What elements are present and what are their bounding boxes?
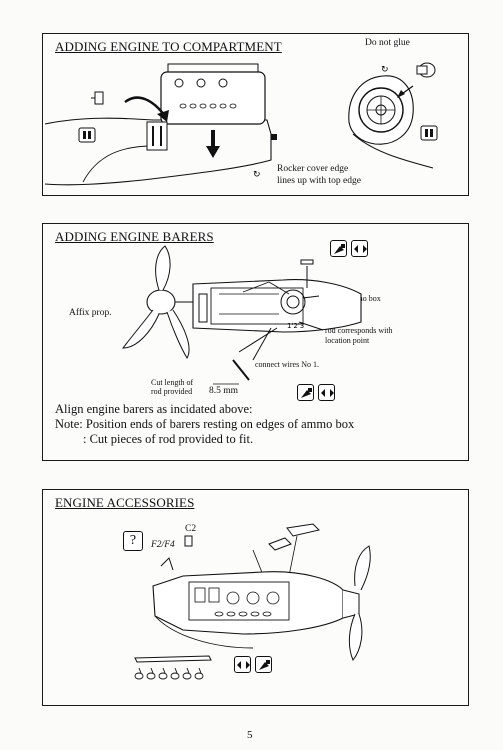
connect-wires-label: connect wires No 1. [255, 360, 319, 369]
do-not-glue-label: Do not glue [365, 38, 410, 48]
engine-barers-illustration: 1'2'3 [121, 245, 362, 385]
rod-location-label: rod corresponds with [325, 326, 393, 335]
panel-title-engine-barers: ADDING ENGINE BARERS [55, 229, 214, 244]
svg-text:1'2'3: 1'2'3 [287, 322, 304, 330]
part-f2f4-label: F2/F4 [151, 540, 175, 550]
paint-icon [297, 384, 314, 401]
part-c2-label: C2 [185, 524, 197, 534]
paint-icon [330, 240, 347, 257]
svg-text:↻: ↻ [253, 170, 261, 180]
cut-length-label: Cut length of [151, 378, 194, 387]
engine-barers-panel: ADDING ENGINE BARERS Affix prop. edge of… [42, 223, 469, 461]
page-number: 5 [247, 729, 253, 741]
rod-location-label-2: location point [325, 336, 370, 345]
note-position: Note: Position ends of barers resting on… [55, 417, 355, 431]
affix-prop-label: Affix prop. [69, 308, 112, 318]
both-sides-icon [351, 240, 368, 257]
engine-compartment-panel: ADDING ENGINE TO COMPARTMENT Do not glue… [42, 33, 469, 196]
panel-title-engine-compartment: ADDING ENGINE TO COMPARTMENT [55, 39, 282, 54]
note-align: Align engine barers as incidated above: [55, 402, 253, 416]
both-sides-icon [234, 656, 251, 673]
engine-install-illustration: ↻ ↻ [44, 62, 438, 186]
paint-icon [255, 656, 272, 673]
note-cut: : Cut pieces of rod provided to fit. [83, 432, 254, 446]
engine-accessories-illustration [134, 523, 371, 680]
both-sides-icon [318, 384, 335, 401]
rocker-cover-label: Rocker cover edge [277, 164, 349, 174]
cut-length-label-2: rod provided [151, 387, 193, 396]
measure-label: 8.5 mm [209, 386, 239, 396]
svg-text:↻: ↻ [381, 65, 389, 75]
panel-title-engine-accessories: ENGINE ACCESSORIES [55, 495, 195, 510]
rocker-cover-label-2: lines up with top edge [277, 176, 361, 186]
engine-accessories-panel: ENGINE ACCESSORIES ? C2 F2/F4 [42, 489, 469, 706]
optional-part-icon: ? [123, 531, 143, 551]
